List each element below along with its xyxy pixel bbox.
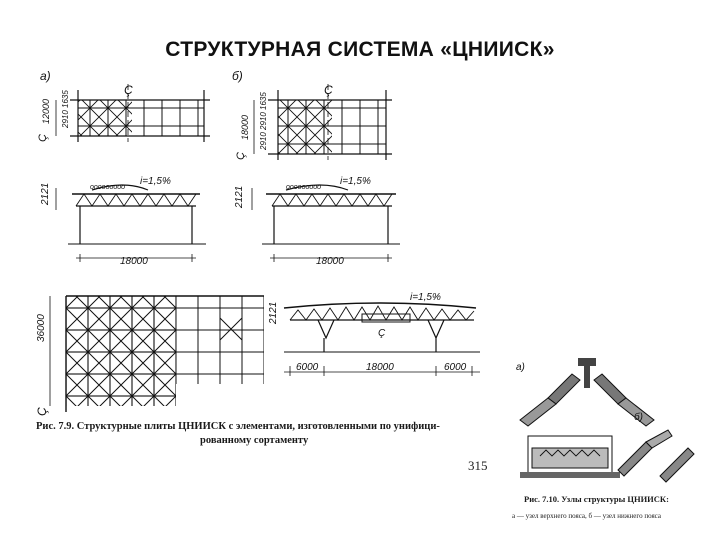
span-18000-b: 18000 (316, 256, 344, 267)
page-number: 315 (468, 458, 488, 473)
axis-mark-b: Ç (324, 83, 333, 97)
slope-a: i=1,5% (140, 176, 171, 187)
axis-mark-b-vert: Ç (235, 152, 247, 160)
svg-text:ooooooooo: ooooooooo (90, 184, 125, 191)
slope-c: i=1,5% (410, 292, 441, 303)
panel-a-section: 2121 ooooooooo i=1,5% 18000 (40, 176, 206, 267)
span-18000-c: 18000 (366, 362, 394, 373)
dim-18000-b: 18000 (240, 115, 250, 140)
axis-mark-a: Ç (124, 83, 133, 97)
figure-7-9-caption-line1: Рис. 7.9. Структурные плиты ЦНИИСК с эле… (36, 421, 440, 432)
multispan-section: 2121 i=1,5% Ç 6000 18000 6000 (268, 292, 480, 376)
panel-a-label: а) (40, 69, 51, 83)
dim-12000: 12000 (41, 99, 51, 124)
figure-7-10-caption-line2: а — узел верхнего пояса, б — узел нижнег… (512, 512, 661, 520)
figure-7-9-caption-line2: рованному сортаменту (200, 435, 309, 446)
axis-mark-plan: Ç (35, 407, 49, 416)
span-18000-a: 18000 (120, 256, 148, 267)
panel-b-label: б) (232, 69, 243, 83)
slide-title: СТРУКТУРНАЯ СИСТЕМА «ЦНИИСК» (165, 38, 555, 61)
svg-text:ooooooooo: ooooooooo (286, 184, 321, 191)
axis-mark-section: Ç (378, 328, 386, 339)
figure-7-10-caption-line1: Рис. 7.10. Узлы структуры ЦНИИСК: (524, 494, 669, 504)
slope-b: i=1,5% (340, 176, 371, 187)
dim-2121-b: 2121 (234, 186, 245, 209)
panel-b-plan: б) Ç 18000 2910 2910 1635 Ç (232, 69, 392, 160)
fig710-panel-b-label: б) (634, 411, 643, 423)
fig710-panel-a-label: а) (516, 362, 525, 373)
span-6000-right: 6000 (444, 362, 467, 373)
axis-mark-a-vert: Ç (37, 134, 49, 142)
span-6000-left: 6000 (296, 362, 319, 373)
large-plan: 36000 Ç (35, 295, 264, 416)
figure-7-10-drawing: а) б) (516, 358, 695, 483)
dim-2121-a: 2121 (40, 183, 51, 206)
dim-36000: 36000 (36, 314, 47, 342)
dim-2910-1635: 2910 1635 (61, 90, 70, 129)
panel-b-section: 2121 ooooooooo i=1,5% 18000 (234, 176, 400, 267)
dim-2121-c: 2121 (268, 302, 279, 325)
panel-a-plan: а) Ç 12000 2910 1635 Ç (37, 69, 210, 142)
dim-2910-1635-b: 2910 2910 1635 (259, 92, 268, 151)
